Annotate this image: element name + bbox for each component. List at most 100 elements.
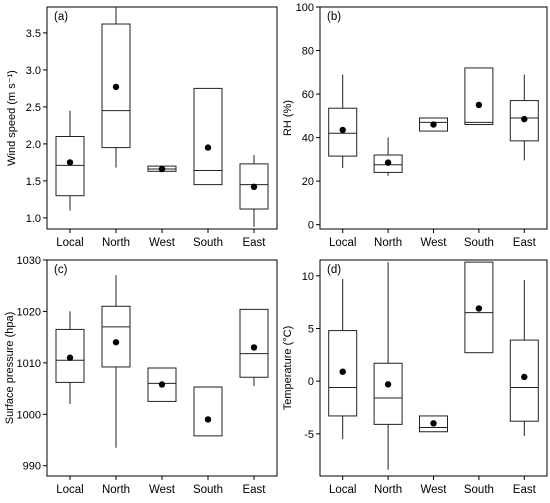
mean-point — [158, 165, 166, 173]
iqr-box — [101, 305, 131, 368]
box-south — [464, 67, 494, 126]
box-local — [328, 74, 358, 169]
y-ticks: 1.0 1.5 2.0 2.5 3.0 3.5 — [26, 28, 47, 225]
y-tick-label: 60 — [302, 89, 314, 101]
mean-point — [250, 183, 258, 191]
y-tick-label: 1020 — [17, 306, 41, 318]
panel-label: (b) — [327, 11, 341, 23]
y-tick-label: 1000 — [17, 409, 41, 421]
box-west — [147, 165, 177, 173]
iqr-box — [509, 339, 539, 422]
mean-point — [112, 83, 120, 91]
boxes — [328, 261, 539, 470]
category-label: West — [149, 237, 176, 249]
iqr-box — [101, 23, 131, 149]
box-east — [509, 74, 539, 161]
box-south — [464, 261, 494, 354]
y-tick-label: 0 — [308, 220, 314, 232]
y-tick-label: 1.5 — [26, 176, 41, 188]
mean-point — [250, 344, 258, 351]
y-tick-label: 3.5 — [26, 28, 41, 40]
category-label: East — [242, 237, 266, 249]
mean-point — [430, 121, 437, 128]
y-tick-label: 2.0 — [26, 139, 41, 151]
y-tick-label: 1.0 — [26, 213, 41, 225]
y-tick-label: 20 — [302, 176, 314, 188]
panel-wind-speed: (a) Wind speed (m s⁻¹) 1.0 1.5 2.0 2.5 3.0 3.… — [6, 6, 278, 249]
mean-point — [475, 101, 483, 109]
mean-point — [384, 381, 392, 388]
iqr-box — [193, 386, 223, 437]
category-label: North — [102, 237, 130, 249]
y-axis-label: Temperature (°C) — [282, 326, 294, 410]
box-north — [373, 137, 403, 176]
box-east — [509, 280, 539, 436]
y-axis-label: Wind speed (m s⁻¹) — [6, 70, 18, 166]
panel-label: (d) — [327, 264, 341, 276]
category-label: West — [149, 484, 176, 496]
mean-point — [475, 305, 483, 312]
y-tick-label: 2.5 — [26, 102, 41, 114]
box-east — [239, 308, 269, 386]
y-axis-label: Surface pressure (hpa) — [4, 312, 16, 425]
iqr-box — [419, 415, 448, 433]
mean-point — [339, 368, 346, 375]
boxes — [55, 7, 269, 227]
category-label: North — [374, 484, 402, 496]
category-label: Local — [56, 237, 84, 249]
iqr-box — [55, 136, 85, 197]
iqr-box — [239, 163, 269, 210]
box-south — [193, 386, 223, 437]
category-label: East — [513, 484, 537, 496]
y-tick-label: 0 — [308, 376, 314, 388]
box-local — [55, 110, 85, 211]
panel-label: (a) — [54, 11, 68, 23]
box-west — [419, 415, 448, 433]
y-tick-label: 3.0 — [26, 65, 41, 77]
box-west — [147, 367, 177, 402]
box-north — [101, 275, 131, 448]
category-label: West — [421, 237, 448, 249]
category-label: South — [464, 237, 494, 249]
mean-point — [112, 339, 120, 346]
y-tick-label: 80 — [302, 46, 314, 58]
iqr-box — [328, 107, 358, 157]
boxes — [55, 275, 269, 448]
category-label: South — [464, 484, 494, 496]
panel-label: (c) — [54, 264, 68, 276]
mean-point — [66, 354, 74, 361]
mean-point — [158, 381, 166, 388]
iqr-box — [464, 67, 494, 126]
box-north — [101, 7, 131, 168]
iqr-box — [328, 330, 358, 417]
box-east — [239, 155, 269, 227]
category-label: South — [193, 484, 223, 496]
plot-frame — [319, 259, 548, 477]
category-label: East — [513, 237, 537, 249]
mean-point — [204, 144, 212, 151]
y-tick-label: 5 — [308, 323, 314, 335]
mean-point — [521, 373, 528, 381]
category-label: West — [421, 484, 448, 496]
y-axis-label: RH (%) — [282, 100, 294, 136]
y-tick-label: 1010 — [17, 358, 41, 370]
mean-point — [430, 420, 437, 427]
iqr-box — [193, 87, 223, 186]
box-north — [373, 262, 403, 470]
category-label: Local — [56, 484, 84, 496]
y-tick-label: 100 — [296, 2, 314, 14]
iqr-box — [509, 100, 539, 142]
box-local — [55, 311, 85, 404]
category-label: East — [242, 484, 266, 496]
category-label: South — [193, 237, 223, 249]
y-tick-label: 990 — [23, 461, 41, 473]
